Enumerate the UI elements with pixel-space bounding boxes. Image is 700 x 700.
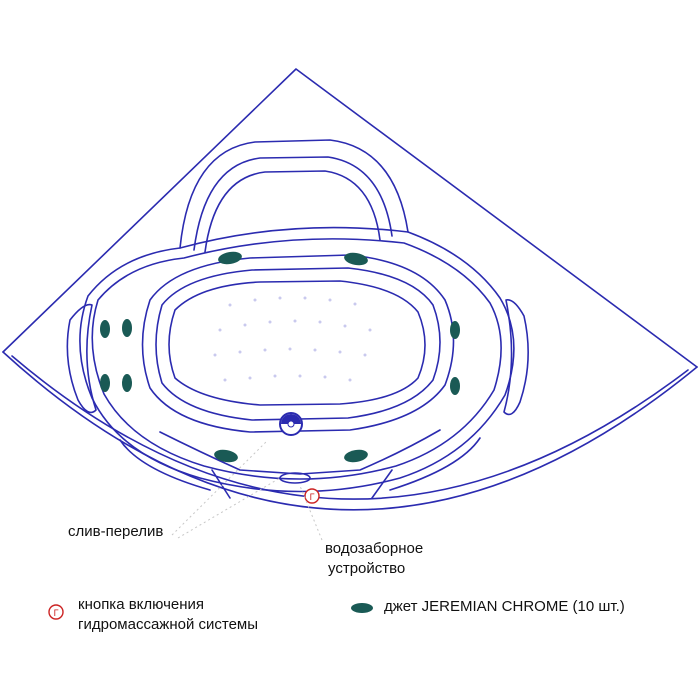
jet-marker xyxy=(122,374,132,392)
basin-seat xyxy=(141,254,455,433)
legend-button-icon: Г xyxy=(48,604,64,620)
legend-button-label-line2: гидромассажной системы xyxy=(78,616,259,633)
jet-marker xyxy=(122,319,132,337)
drain-overflow-label: слив-перелив xyxy=(68,523,164,540)
headrest xyxy=(179,139,409,249)
jets xyxy=(100,251,460,463)
jet-marker xyxy=(100,374,110,392)
jet-marker xyxy=(450,321,460,339)
jet-marker xyxy=(344,449,368,463)
left-armrest xyxy=(66,303,97,414)
bath-front-arc xyxy=(2,351,698,511)
intake-device xyxy=(279,472,311,484)
intake-device-label-line2: устройство xyxy=(328,560,406,577)
legend-button-label-line1: кнопка включения xyxy=(78,596,205,613)
jet-marker xyxy=(214,449,238,463)
basin-outer xyxy=(79,226,515,493)
control-button-marker: Г xyxy=(304,488,320,504)
legend-jet-label: джет JEREMIAN CHROME (10 шт.) xyxy=(384,598,625,615)
drain xyxy=(279,412,303,436)
svg-text:Г: Г xyxy=(54,608,59,618)
bubble-pattern xyxy=(213,296,372,382)
bath-outer-rim xyxy=(2,68,698,368)
jet-marker xyxy=(344,252,368,266)
intake-device-label-line1: водозаборное xyxy=(325,540,424,557)
legend-jet-icon xyxy=(351,603,373,613)
jet-marker xyxy=(450,377,460,395)
right-armrest xyxy=(503,299,529,416)
svg-text:Г: Г xyxy=(310,492,315,502)
jet-marker xyxy=(100,320,110,338)
drain-leader-line xyxy=(177,477,281,539)
jet-marker xyxy=(218,251,242,265)
basin-floor xyxy=(168,280,426,406)
